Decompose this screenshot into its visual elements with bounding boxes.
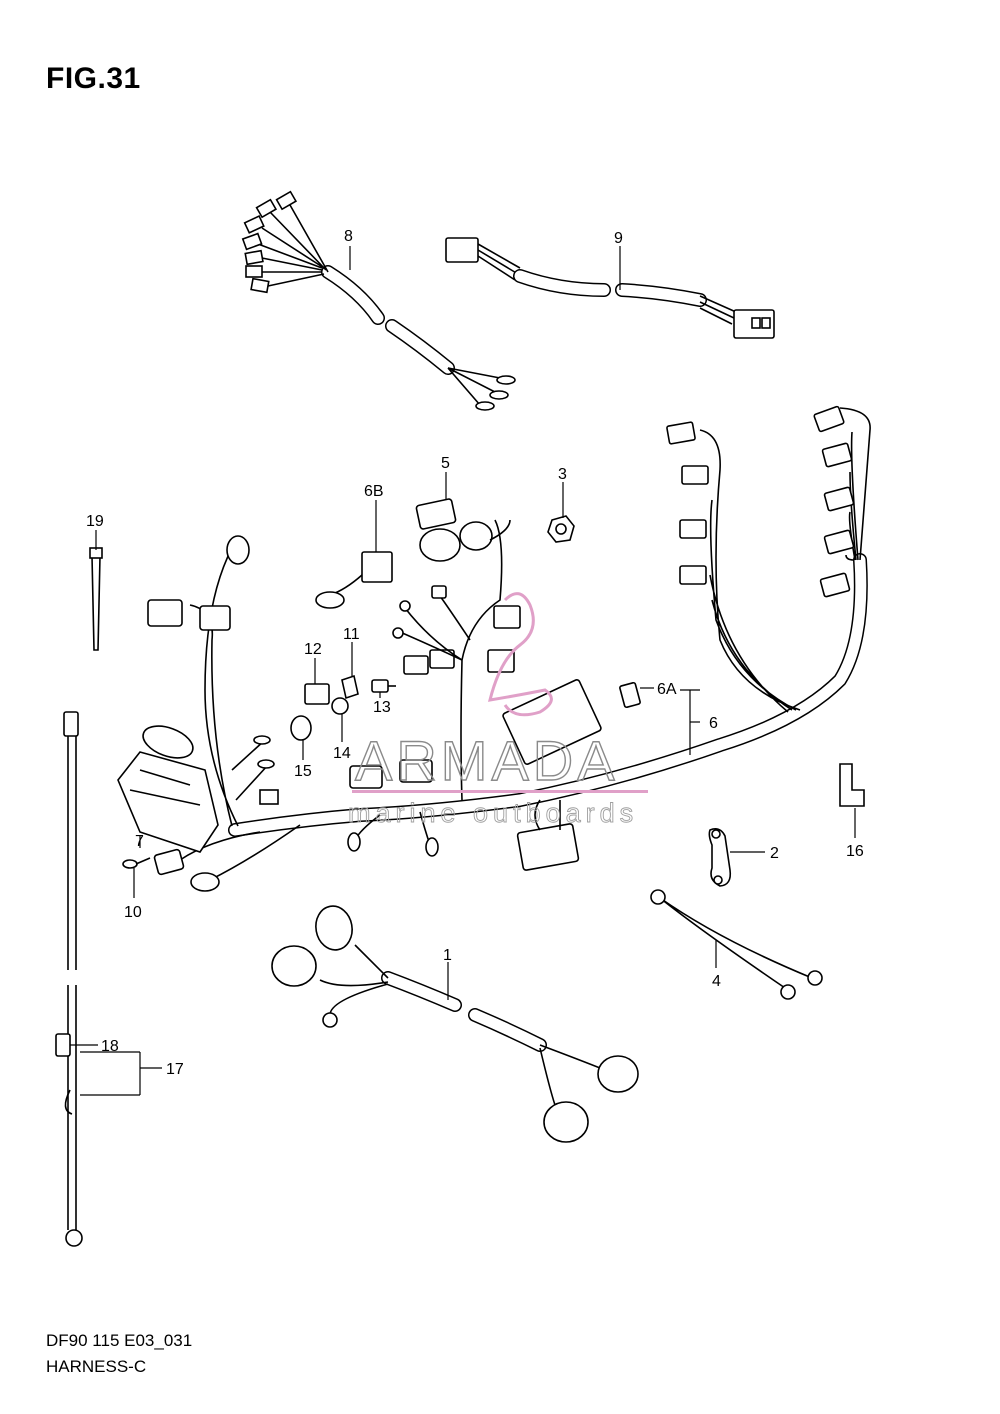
part-1-plug-lead-harness[interactable]: [271, 903, 639, 1143]
part-16-bracket[interactable]: [839, 763, 865, 807]
callout-18: 18: [101, 1038, 119, 1055]
part-9-harness[interactable]: [445, 237, 775, 339]
part-4-ground-lead[interactable]: [650, 889, 823, 1000]
callout-6: 6: [709, 715, 718, 732]
watermark-brand: ARMADA: [355, 729, 619, 792]
part-17-battery-cable[interactable]: [63, 711, 83, 1247]
part-8-harness[interactable]: [241, 190, 516, 411]
callout-8: 8: [344, 228, 353, 245]
callout-6b: 6B: [364, 483, 384, 500]
callout-2: 2: [770, 845, 779, 862]
part-13-bolt[interactable]: [371, 679, 396, 693]
part-15-cap[interactable]: [290, 715, 312, 741]
part-6-main-harness[interactable]: [147, 405, 871, 892]
part-11-bracket[interactable]: [341, 674, 359, 700]
part-19-cable-tie[interactable]: [89, 547, 103, 651]
part-10-screw[interactable]: [122, 857, 151, 869]
callout-7: 7: [135, 833, 144, 850]
watermark: ARMADA marine outboards: [348, 592, 648, 828]
callout-16: 16: [846, 843, 864, 860]
part-5-connector[interactable]: [415, 498, 511, 562]
part-7-bracket[interactable]: [117, 720, 219, 853]
callout-9: 9: [614, 230, 623, 247]
callout-3: 3: [558, 466, 567, 483]
callout-4: 4: [712, 973, 721, 990]
part-6a-fuse[interactable]: [619, 681, 641, 709]
part-2-clamp[interactable]: [708, 828, 732, 887]
leader-lines: [70, 246, 856, 1096]
callout-14: 14: [333, 745, 351, 762]
callout-11: 11: [343, 626, 360, 643]
callout-1: 1: [443, 947, 452, 964]
part-12-relay[interactable]: [304, 683, 330, 705]
callout-5: 5: [441, 455, 450, 472]
callout-10: 10: [124, 904, 142, 921]
callout-15: 15: [294, 763, 312, 780]
part-6b-relay[interactable]: [315, 551, 393, 609]
part-14-washer[interactable]: [331, 697, 349, 715]
diagram-code: DF90 115 E03_031: [46, 1331, 193, 1350]
part-18-fuse[interactable]: [55, 1033, 71, 1057]
ignition-coil-connectors-right: [813, 405, 855, 598]
callouts: 8 9 5 3 6B 19 12 11 13 14 15 6A 6 2 16 4…: [86, 228, 864, 1078]
figure-title: FIG.31: [46, 62, 141, 95]
callout-6a: 6A: [657, 681, 677, 698]
callout-17: 17: [166, 1061, 184, 1078]
callout-12: 12: [304, 641, 322, 658]
callout-19: 19: [86, 513, 104, 530]
ignition-coil-connectors-left: [666, 421, 709, 585]
callout-13: 13: [373, 699, 391, 716]
watermark-tagline: marine outboards: [348, 798, 638, 828]
diagram-name: HARNESS-C: [46, 1357, 147, 1376]
